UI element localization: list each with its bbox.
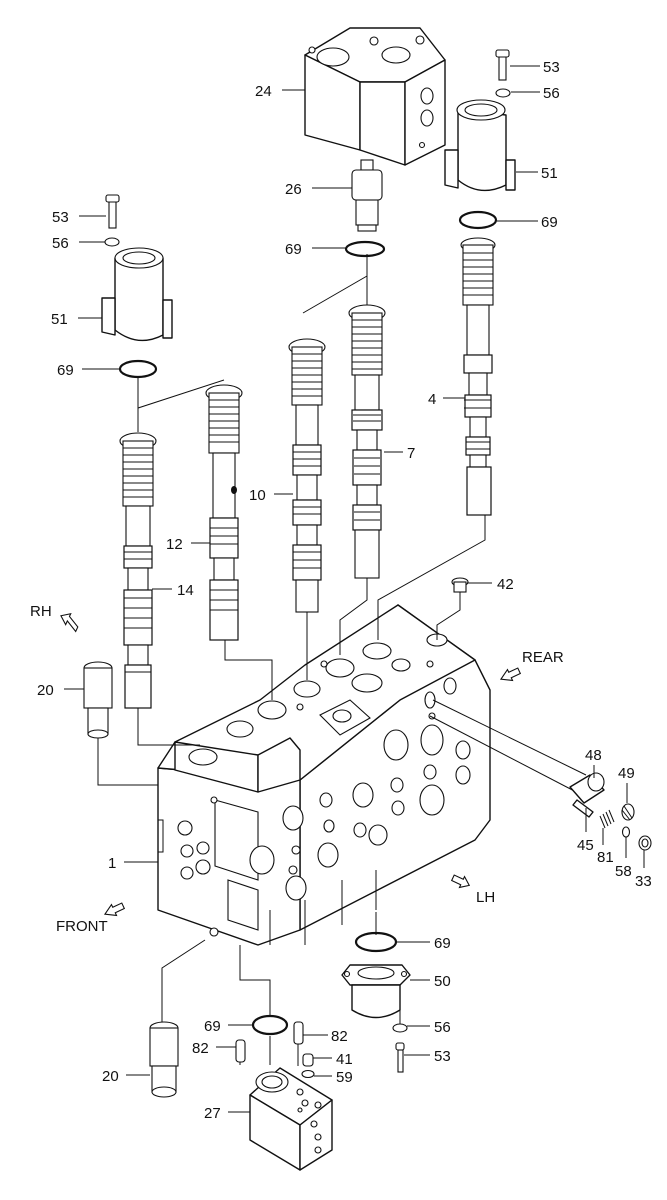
cover-51-left [101,194,173,342]
cover-51-right [444,49,516,192]
callout-1: 1 [108,855,116,872]
callout-51-left: 51 [51,311,68,328]
plug-20-upper [83,661,113,739]
direction-rh-label: RH [30,603,52,620]
spring-81 [599,809,615,829]
callout-42: 42 [497,576,514,593]
o-ring-69-right [458,210,498,230]
pin-82-left [235,1039,246,1063]
spool-12 [205,384,243,641]
o-ring-69-left [118,359,158,379]
callout-26: 26 [285,181,302,198]
callout-49: 49 [618,765,635,782]
spool-4 [460,237,496,516]
callout-56-left: 56 [52,235,69,252]
arrow-rear-icon [499,667,522,682]
callout-58: 58 [615,863,632,880]
callout-10: 10 [249,487,266,504]
block-27 [249,1067,333,1171]
callout-53-top-right: 53 [543,59,560,76]
o-ring-69-bottom [251,1014,289,1036]
arrow-rh-icon [60,612,79,633]
o-ring-58 [621,826,631,838]
direction-labels: RH REAR LH FRONT [30,603,564,935]
spool-14 [119,432,157,709]
callout-labels: 53 56 24 51 26 69 69 53 56 51 69 4 7 10 … [37,59,652,1122]
direction-front-label: FRONT [56,918,108,935]
cover-50 [341,964,411,1019]
bolt-53-lower [395,1042,405,1073]
callout-41: 41 [336,1051,353,1068]
o-ring-69-lower [354,931,398,953]
o-ring-59 [301,1069,315,1079]
callout-69-left: 69 [57,362,74,379]
callout-56-top-right: 56 [543,85,560,102]
callout-4: 4 [428,391,436,408]
callout-14: 14 [177,582,194,599]
plug-48 [569,772,605,804]
callout-59: 59 [336,1069,353,1086]
plug-20-lower [149,1021,179,1098]
plug-49 [621,803,635,821]
callout-leaders [64,65,645,1113]
callout-50: 50 [434,973,451,990]
callout-33: 33 [635,873,652,890]
o-ring-69-top [344,240,386,258]
callout-48: 48 [585,747,602,764]
callout-51-right: 51 [541,165,558,182]
cover-24 [304,27,446,166]
callout-53-lower: 53 [434,1048,451,1065]
callout-27: 27 [204,1105,221,1122]
callout-81: 81 [597,849,614,866]
washer-56-lower [392,1023,408,1033]
callout-24: 24 [255,83,272,100]
callout-12: 12 [166,536,183,553]
main-valve-body [157,604,491,946]
pin-82-right [293,1021,304,1045]
direction-lh-label: LH [476,889,495,906]
plug-42 [451,577,469,593]
callout-20-lower: 20 [102,1068,119,1085]
plug-33 [638,835,652,851]
direction-arrows [60,612,522,917]
callout-20-upper: 20 [37,682,54,699]
piston-26 [351,159,383,232]
callout-53-left: 53 [52,209,69,226]
arrow-front-icon [103,902,126,917]
callout-82-right: 82 [331,1028,348,1045]
callout-7: 7 [407,445,415,462]
callout-82-left: 82 [192,1040,209,1057]
callout-69-bottom: 69 [204,1018,221,1035]
callout-69-lower: 69 [434,935,451,952]
direction-rear-label: REAR [522,649,564,666]
callout-56-lower: 56 [434,1019,451,1036]
spool-7 [348,304,386,579]
arrow-lh-icon [450,874,471,889]
pin-45 [572,799,594,818]
callout-69-top: 69 [285,241,302,258]
plug-41 [302,1053,314,1067]
callout-45: 45 [577,837,594,854]
callout-69-right: 69 [541,214,558,231]
spool-10 [288,338,326,613]
